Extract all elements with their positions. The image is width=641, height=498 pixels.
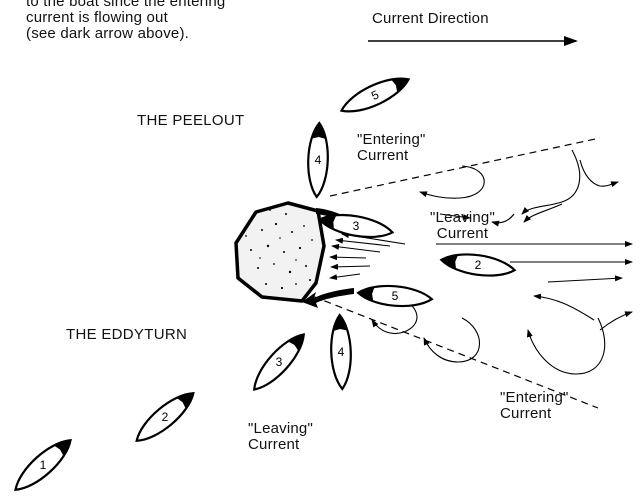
right-boat-2: 2 — [440, 250, 516, 280]
leaving-current-bottom-label: "Leaving" Current — [248, 421, 313, 453]
leaving-current-right-label: "Leaving" Current — [430, 210, 495, 242]
eddyturn-label: THE EDDYTURN — [66, 327, 187, 343]
svg-text:2: 2 — [162, 410, 169, 424]
svg-text:3: 3 — [276, 355, 283, 369]
eddyturn-boat-4: 4 — [330, 315, 352, 390]
eddy-flow-arrows — [330, 234, 405, 278]
peelout-boat-5: 5 — [337, 71, 412, 120]
svg-text:4: 4 — [338, 345, 345, 359]
svg-text:3: 3 — [353, 219, 360, 233]
svg-text:4: 4 — [315, 153, 322, 167]
eddyturn-boat-2: 2 — [130, 386, 199, 449]
entering-current-bottom-label: "Entering" Current — [500, 390, 569, 422]
peelout-boat-4: 4 — [307, 123, 329, 198]
rock — [236, 203, 324, 301]
eddyturn-boat-1: 1 — [9, 433, 77, 497]
svg-text:1: 1 — [40, 458, 47, 472]
svg-text:5: 5 — [392, 289, 399, 303]
eddyturn-boat-3: 3 — [247, 328, 311, 396]
peelout-label: THE PEELOUT — [137, 113, 245, 129]
intro-text: to the boat since the entering current i… — [26, 0, 225, 42]
eddyturn-boat-5: 5 — [357, 283, 432, 309]
svg-text:2: 2 — [475, 258, 482, 272]
current-direction-label: Current Direction — [372, 11, 489, 27]
entering-current-top-label: "Entering" Current — [357, 132, 426, 164]
